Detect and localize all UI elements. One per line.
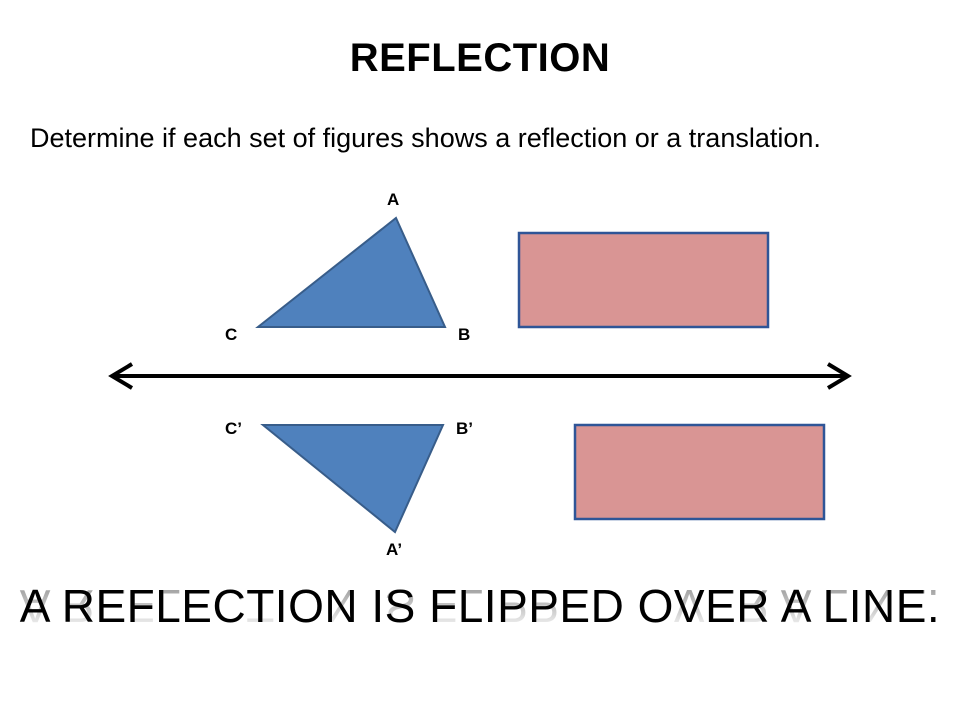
instruction-text: Determine if each set of figures shows a…: [30, 123, 821, 153]
rectangle-original: [517, 231, 770, 329]
label-a-prime: A’: [386, 540, 402, 559]
slide-title: REFLECTION: [349, 36, 611, 80]
label-b: B: [458, 325, 470, 344]
left-arrowhead: [108, 362, 134, 390]
label-c-prime: C’: [225, 419, 242, 438]
rectangle-second: [573, 423, 826, 521]
caption-block: A REFLECTION IS FLIPPED OVER A LINE. A R…: [0, 578, 960, 690]
label-c: C: [225, 325, 237, 344]
triangle-reflected: [260, 424, 445, 534]
label-b-prime: B’: [456, 419, 473, 438]
label-a: A: [387, 190, 399, 209]
caption-text: A REFLECTION IS FLIPPED OVER A LINE.: [0, 578, 960, 634]
right-arrowhead: [826, 362, 852, 390]
triangle-original: [255, 216, 447, 328]
caption-reflection: A REFLECTION IS FLIPPED OVER A LINE.: [0, 578, 960, 634]
